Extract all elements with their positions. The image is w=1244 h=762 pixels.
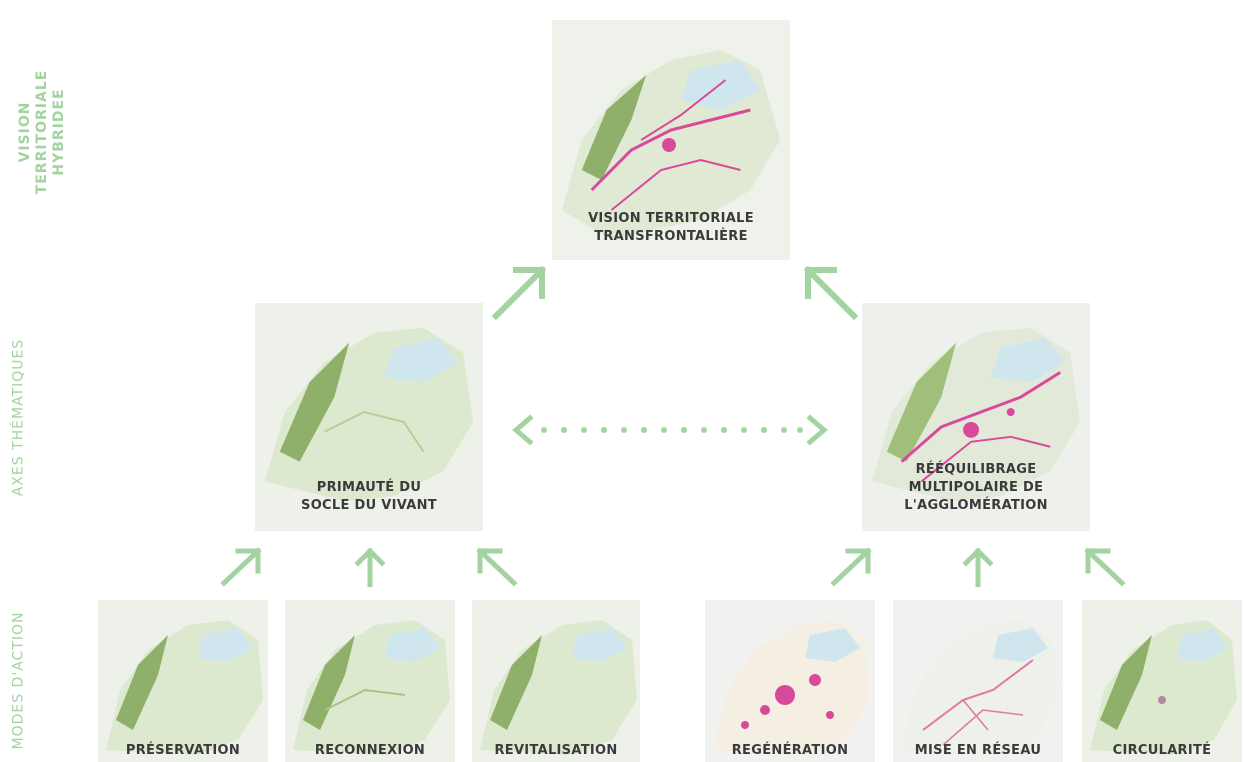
tile-label: CIRCULARITÉ bbox=[1112, 743, 1212, 758]
tile-primaute-socle-vivant: PRIMAUTÉ DU SOCLE DU VIVANT bbox=[255, 303, 483, 531]
side-label-modes: MODES D'ACTION bbox=[10, 611, 27, 750]
tile-regeneration: REGÉNÉRATION bbox=[705, 600, 875, 762]
tile-mise-en-reseau: MISE EN RÉSEAU bbox=[893, 600, 1063, 762]
map-reconnexion bbox=[285, 600, 455, 762]
tile-label: VISION TERRITORIALE TRANSFRONTALIÈRE bbox=[588, 211, 754, 244]
map-vision bbox=[552, 20, 790, 260]
arrow-up-right-icon bbox=[220, 547, 262, 587]
map-reequilibrage bbox=[862, 303, 1090, 531]
map-regeneration bbox=[705, 600, 875, 762]
tile-vision-transfrontaliere: VISION TERRITORIALE TRANSFRONTALIÈRE bbox=[552, 20, 790, 260]
arrow-up-left-icon bbox=[1084, 547, 1126, 587]
tile-reconnexion: RECONNEXION bbox=[285, 600, 455, 762]
arrow-up-left-icon bbox=[803, 265, 858, 320]
tile-label: REGÉNÉRATION bbox=[731, 743, 849, 758]
tile-circularite: CIRCULARITÉ bbox=[1082, 600, 1242, 762]
arrow-up-icon bbox=[962, 547, 994, 587]
tile-label: PRÉSERVATION bbox=[125, 743, 241, 758]
tile-reequilibrage-multipolaire: RÉÉQUILIBRAGE MULTIPOLAIRE DE L'AGGLOMÉR… bbox=[862, 303, 1090, 531]
arrow-up-right-icon bbox=[492, 265, 547, 320]
map-revitalisation bbox=[472, 600, 640, 762]
tile-label: RECONNEXION bbox=[314, 743, 426, 758]
tile-label: MISE EN RÉSEAU bbox=[914, 743, 1042, 758]
arrow-up-right-icon bbox=[830, 547, 872, 587]
map-mise-en-reseau bbox=[893, 600, 1063, 762]
arrow-up-left-icon bbox=[476, 547, 518, 587]
tile-label: PRIMAUTÉ DU SOCLE DU VIVANT bbox=[301, 480, 437, 513]
side-label-axes: AXES THÉMATIQUES bbox=[10, 338, 27, 497]
tile-label: REVITALISATION bbox=[494, 743, 618, 758]
tile-label: RÉÉQUILIBRAGE MULTIPOLAIRE DE L'AGGLOMÉR… bbox=[904, 462, 1048, 513]
map-preservation bbox=[98, 600, 268, 762]
tile-revitalisation: REVITALISATION bbox=[472, 600, 640, 762]
dotted-double-arrow-icon bbox=[512, 414, 828, 446]
tile-preservation: PRÉSERVATION bbox=[98, 600, 268, 762]
side-label-vision: VISION TERRITORIALE HYBRIDEE bbox=[17, 69, 67, 195]
map-circularite bbox=[1082, 600, 1242, 762]
map-primaute bbox=[255, 303, 483, 531]
arrow-up-icon bbox=[354, 547, 386, 587]
